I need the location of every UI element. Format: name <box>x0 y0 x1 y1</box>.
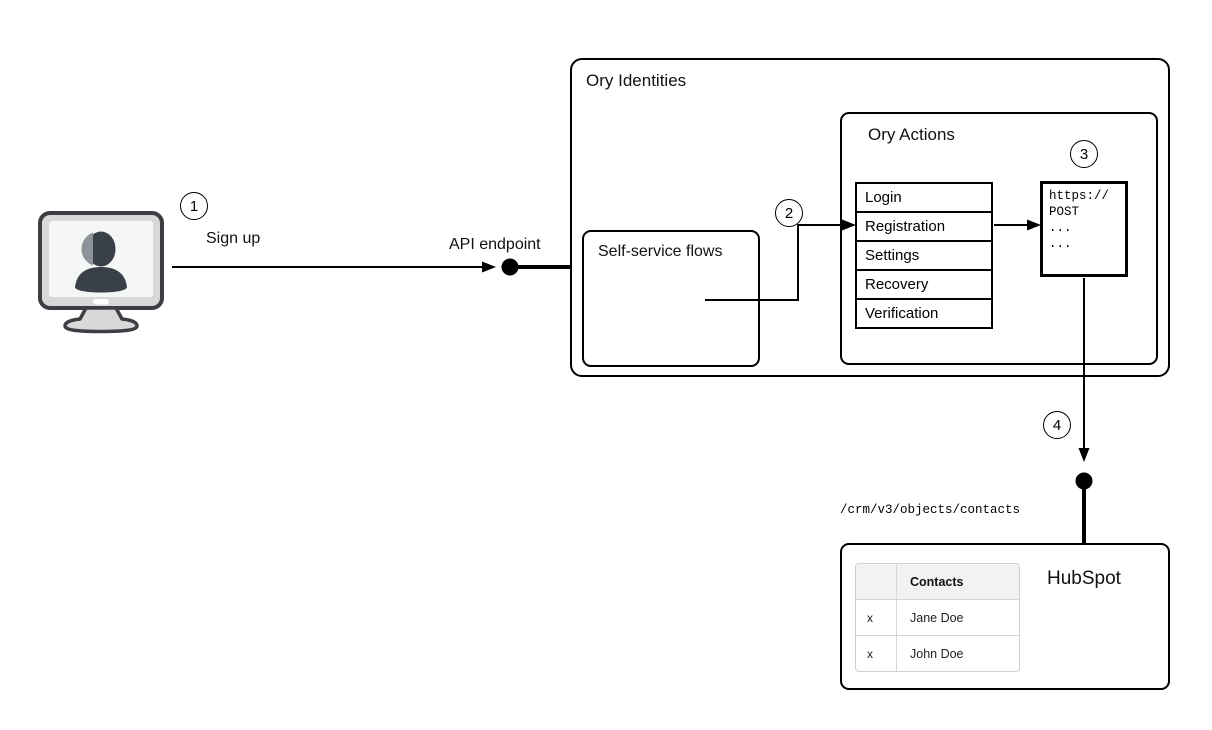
contact-row-mark: x <box>856 636 897 671</box>
person-silhouette-icon <box>75 231 127 293</box>
ory-actions-title: Ory Actions <box>868 125 955 144</box>
flow-row-settings: Settings <box>855 240 993 271</box>
sign-up-label: Sign up <box>206 230 261 247</box>
step-badge-3: 3 <box>1070 140 1098 168</box>
hubspot-endpoint-dot <box>1075 472 1093 490</box>
flow-row-login: Login <box>855 182 993 213</box>
api-endpoint-dot <box>501 258 519 276</box>
step-badge-2: 2 <box>775 199 803 227</box>
hubspot-title: HubSpot <box>1047 568 1121 589</box>
webhook-line-dots2: ... <box>1049 237 1072 251</box>
flow-row-registration: Registration <box>855 211 993 242</box>
contacts-header-row: Contacts <box>856 564 1019 599</box>
api-endpoint-label: API endpoint <box>449 236 541 253</box>
contact-row-mark: x <box>856 600 897 635</box>
self-service-flows-box: Self-service flows <box>582 230 760 367</box>
flow-row-recovery: Recovery <box>855 269 993 300</box>
step-badge-4: 4 <box>1043 411 1071 439</box>
arrowhead-hubspot <box>1078 448 1090 462</box>
step-badge-1: 1 <box>180 192 208 220</box>
webhook-request-box: https:// POST ... ... <box>1040 181 1128 277</box>
contacts-header-label: Contacts <box>910 574 964 589</box>
ory-identities-title: Ory Identities <box>586 71 687 90</box>
self-service-flows-title: Self-service flows <box>598 243 723 260</box>
contact-row-name: John Doe <box>910 646 964 661</box>
user-computer-icon <box>38 211 164 334</box>
table-row: x Jane Doe <box>856 599 1019 635</box>
webhook-line-url: https:// <box>1049 189 1110 203</box>
contacts-header-empty-cell <box>856 564 897 599</box>
arrowhead-sign-up <box>482 261 496 273</box>
crm-endpoint-path-label: /crm/v3/objects/contacts <box>840 503 1021 517</box>
flow-list: Login Registration Settings Recovery Ver… <box>855 182 993 329</box>
flow-row-verification: Verification <box>855 298 993 329</box>
contacts-table: Contacts x Jane Doe x John Doe <box>855 563 1020 672</box>
table-row: x John Doe <box>856 635 1019 671</box>
webhook-line-post: POST <box>1049 205 1080 219</box>
webhook-line-dots1: ... <box>1049 221 1072 235</box>
contact-row-name: Jane Doe <box>910 610 964 625</box>
